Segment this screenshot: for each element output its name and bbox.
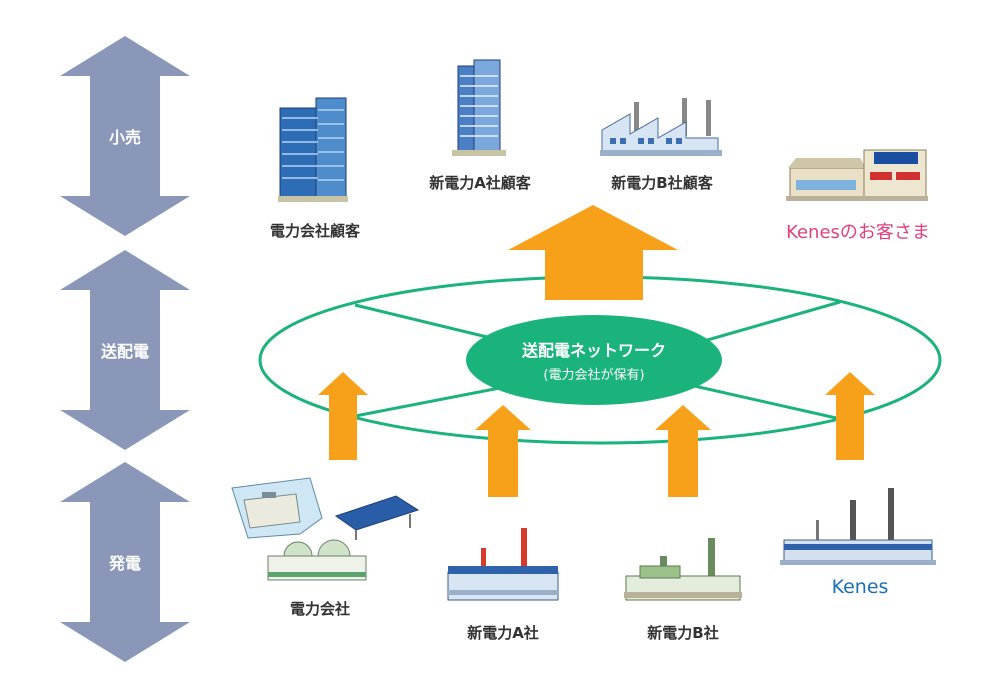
- tier-arrow-generation: [60, 462, 190, 662]
- network-center: [466, 315, 722, 405]
- tier-arrow-transmission: [60, 250, 190, 450]
- network-title: 送配電ネットワーク: [521, 341, 667, 360]
- tier-label-retail: 小売: [108, 128, 142, 147]
- pps-a-customer-label: 新電力A社顧客: [429, 174, 531, 192]
- flow-arrow-pps-a: [475, 405, 531, 497]
- utility-customer-building-icon: [278, 97, 348, 202]
- tier-label-transmission: 送配電: [100, 342, 150, 361]
- kenes-customer-label: Kenesのお客さま: [786, 222, 930, 243]
- pps-b-power-plant-icon: [624, 538, 742, 601]
- kenes-power-plant-icon: [780, 488, 936, 565]
- flow-arrow-pps-b: [655, 405, 711, 497]
- pps-a-generator-label: 新電力A社: [467, 624, 539, 642]
- kenes-generator-label: Kenes: [831, 576, 889, 598]
- pps-b-customer-label: 新電力B社顧客: [611, 174, 713, 192]
- pps-b-customer-factory-icon: [600, 98, 722, 156]
- flow-arrow-kenes: [825, 372, 875, 460]
- pps-b-generator-label: 新電力B社: [647, 624, 719, 642]
- tier-label-generation: 発電: [108, 554, 142, 573]
- flow-arrow-to-retail: [508, 205, 678, 300]
- network-label: 送配電ネットワーク (電力会社が保有): [522, 337, 666, 383]
- flow-arrow-utility: [318, 372, 368, 460]
- pps-a-power-plant-icon: [447, 528, 559, 601]
- utility-generator-label: 電力会社: [289, 600, 351, 618]
- kenes-customer-store-icon: [786, 149, 928, 201]
- tier-arrow-retail: [60, 36, 190, 236]
- network-subtitle: (電力会社が保有): [543, 368, 645, 383]
- utility-power-plants-icon: [231, 477, 420, 581]
- pps-a-customer-tower-icon: [452, 59, 506, 156]
- utility-customer-label: 電力会社顧客: [269, 222, 361, 240]
